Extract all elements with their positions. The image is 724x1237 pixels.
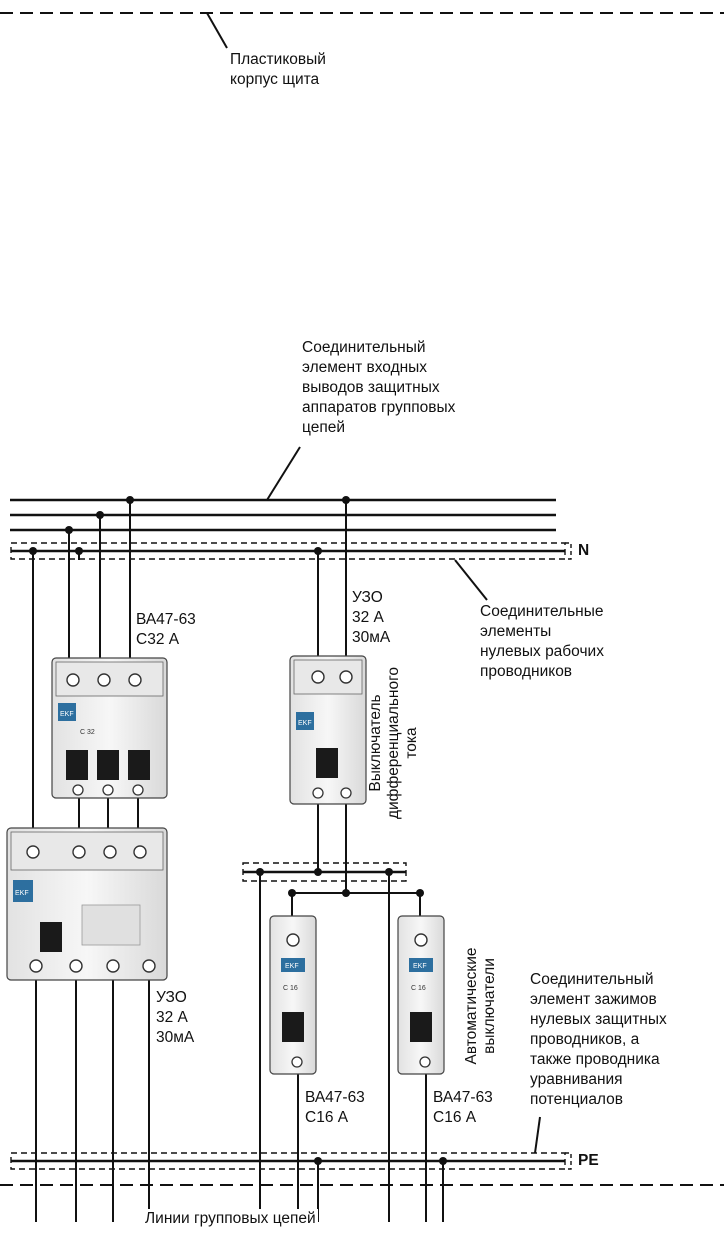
rcd-4p-handle	[40, 922, 62, 952]
pe-connector-leader	[534, 1116, 541, 1154]
terminal-screw	[142, 959, 156, 973]
breaker-1-brand-text: EKF	[285, 963, 299, 970]
terminal-screw	[414, 933, 428, 947]
junction-dot	[65, 526, 73, 534]
breaker-3p-handle-2	[97, 750, 119, 780]
pe-bus-bracket	[565, 1152, 572, 1170]
breaker-3p-handle-1	[66, 750, 88, 780]
housing-label: Пластиковый корпус щита	[230, 51, 326, 88]
junction-dot	[342, 496, 350, 504]
breaker-3p-device: EKF C 32	[51, 657, 168, 799]
terminal-screw	[133, 845, 147, 859]
terminal-screw	[128, 673, 142, 687]
rcd-4p-device: EKF	[6, 827, 168, 981]
breaker-2-body	[397, 915, 445, 1075]
terminal-screw	[72, 845, 86, 859]
terminal-screw	[340, 787, 352, 799]
breaker-2-label: ВА47-63 С16 А	[433, 1089, 493, 1126]
n-bus-label: N	[578, 542, 590, 559]
breaker-2-rating-text: C 16	[411, 985, 426, 992]
auto-breakers-rotated-label: Автоматические выключатели	[463, 947, 498, 1065]
breaker-2-handle	[410, 1012, 432, 1042]
breaker-3p-label: ВА47-63 С32 А	[136, 611, 196, 648]
terminal-screw	[286, 933, 300, 947]
breaker-1-device: EKF C 16	[269, 915, 317, 1075]
terminal-screw	[69, 959, 83, 973]
rcd-rotated-label: Выключатель дифференциального тока	[367, 666, 420, 820]
junction-dot	[96, 511, 104, 519]
terminal-screw	[102, 784, 114, 796]
rcd-2p-brand-plate	[296, 712, 314, 730]
pe-bus	[10, 1152, 572, 1170]
housing-leader	[206, 12, 228, 49]
breaker-1-brand-plate	[281, 958, 305, 972]
terminal-screw	[103, 845, 117, 859]
pe-connector-label: Соединительный элемент зажимов нулевых з…	[530, 971, 667, 1108]
junction-dot	[256, 868, 264, 876]
rcd-2p-label: УЗО 32 А 30мА	[352, 589, 391, 646]
breaker-3p-brand-text: EKF	[60, 711, 74, 718]
rcd-4p-brand-plate	[13, 880, 33, 902]
terminal-screw	[311, 670, 325, 684]
input-connector-leader	[266, 446, 301, 501]
breaker-3p-rating-text: C 32	[80, 729, 95, 736]
junctions	[29, 496, 447, 1165]
terminal-screw	[106, 959, 120, 973]
breaker-1-body	[269, 915, 317, 1075]
terminal-screw	[97, 673, 111, 687]
junction-dot	[416, 889, 424, 897]
junction-dot	[75, 547, 83, 555]
breaker-2-device: EKF C 16	[397, 915, 445, 1075]
junction-dot	[29, 547, 37, 555]
junction-dot	[314, 868, 322, 876]
input-connector-label: Соединительный элемент входных выводов з…	[302, 339, 456, 436]
junction-dot	[314, 1157, 322, 1165]
rcd-4p-label: УЗО 32 А 30мА	[156, 989, 195, 1046]
junction-dot	[439, 1157, 447, 1165]
rcd-2p-brand-text: EKF	[298, 720, 312, 727]
terminal-screw	[66, 673, 80, 687]
n-bus	[10, 542, 572, 560]
terminal-screw	[339, 670, 353, 684]
group-lines-label: Линии групповых цепей	[143, 1209, 318, 1229]
terminal-screw	[29, 959, 43, 973]
rcd-n-output-connector	[242, 862, 407, 882]
junction-dot	[314, 547, 322, 555]
junction-dot	[342, 889, 350, 897]
rcd-2p-handle	[316, 748, 338, 778]
terminal-screw	[72, 784, 84, 796]
breaker-1-handle	[282, 1012, 304, 1042]
breaker-1-label: ВА47-63 С16 А	[305, 1089, 365, 1126]
junction-dot	[288, 889, 296, 897]
terminal-screw	[26, 845, 40, 859]
pe-bus-label: PE	[578, 1152, 599, 1169]
junction-dot	[385, 868, 393, 876]
rcd-2p-device: EKF	[289, 655, 367, 805]
n-connectors-label: Соединительные элементы нулевых рабочих …	[480, 603, 604, 680]
junction-dot	[126, 496, 134, 504]
breaker-2-brand-plate	[409, 958, 433, 972]
terminal-screw	[312, 787, 324, 799]
terminal-screw	[132, 784, 144, 796]
n-connectors-leader	[454, 559, 488, 601]
terminal-screw	[419, 1056, 431, 1068]
breaker-3p-handle-3	[128, 750, 150, 780]
breaker-3p-brand-plate	[58, 703, 76, 721]
terminal-screw	[291, 1056, 303, 1068]
rcd-4p-test-window	[81, 904, 141, 946]
rcd-4p-brand-text: EKF	[15, 890, 29, 897]
breaker-1-rating-text: C 16	[283, 985, 298, 992]
input-bus-bars	[10, 498, 556, 532]
n-bus-bracket	[565, 542, 572, 560]
breaker-2-brand-text: EKF	[413, 963, 427, 970]
